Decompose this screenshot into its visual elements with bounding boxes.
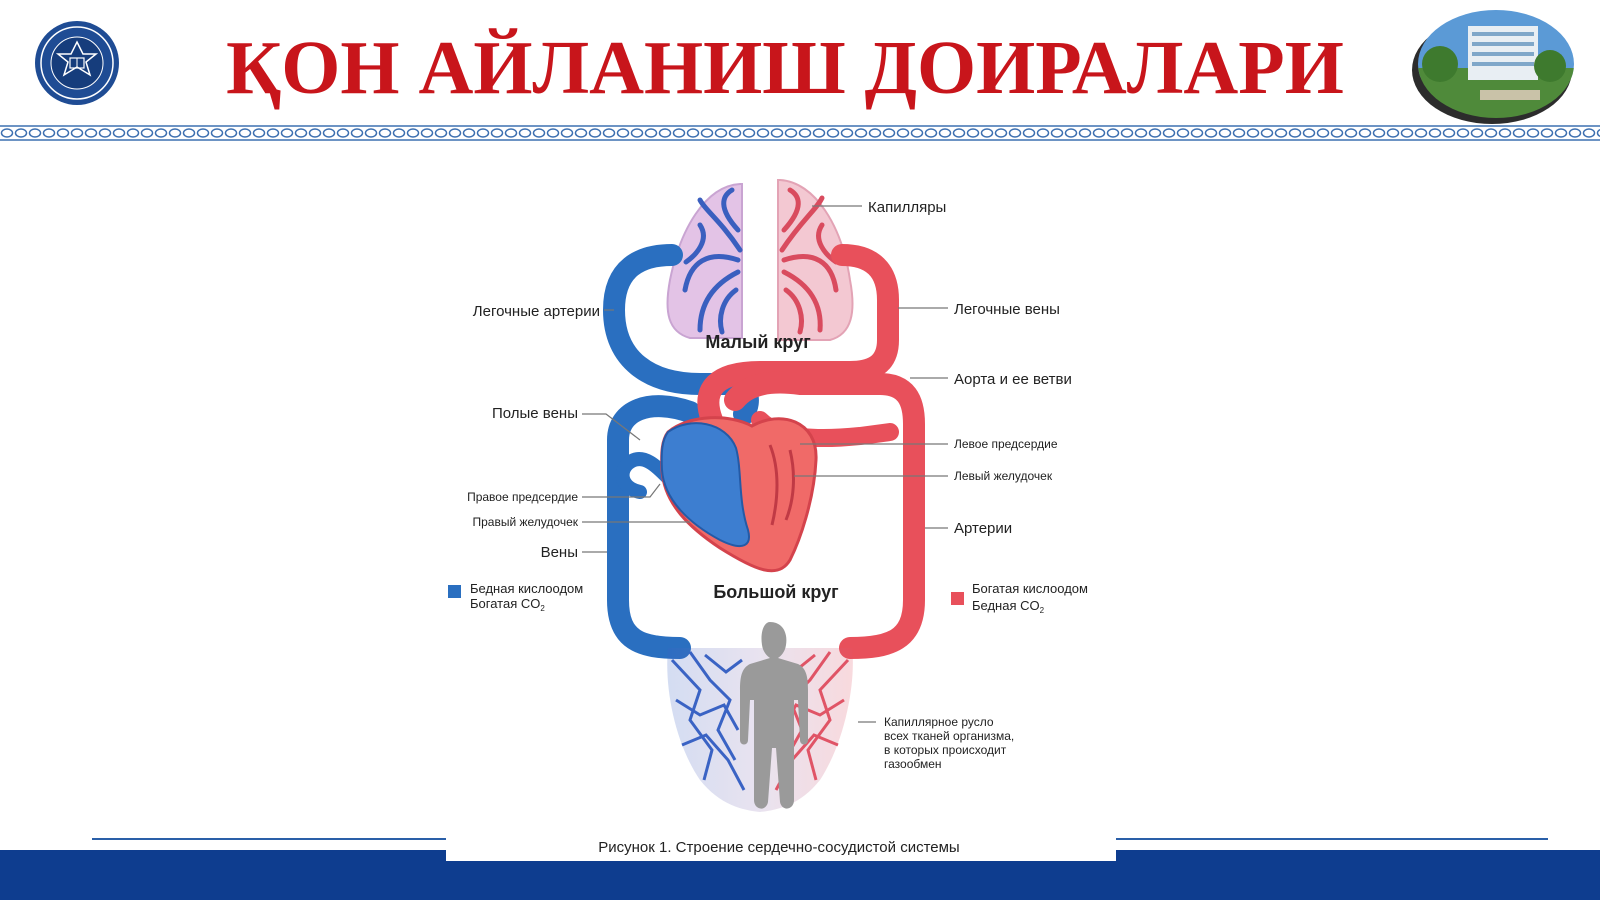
vena-cava-vessel	[607, 395, 701, 659]
label-small-circle: Малый круг	[705, 332, 811, 352]
svg-text:Богатая CO2: Богатая CO2	[470, 596, 545, 613]
human-silhouette-icon	[740, 622, 808, 809]
figure-caption: Рисунок 1. Строение сердечно-сосудистой …	[598, 839, 959, 856]
university-emblem-icon	[35, 21, 119, 105]
leader-lines	[582, 205, 948, 723]
label-arteries: Артерии	[954, 520, 1012, 537]
label-vena-cava: Полые вены	[492, 405, 578, 422]
label-pulmonary-arteries: Легочные артерии	[473, 303, 600, 320]
aorta-vessel	[724, 371, 925, 659]
legend-swatch-arterial	[951, 592, 964, 605]
label-right-atrium: Правое предсердие	[467, 490, 578, 504]
slide-title: ҚОН АЙЛАНИШ ДОИРАЛАРИ	[226, 26, 1344, 110]
footer-rule-left	[92, 838, 448, 840]
label-tissue-capillaries-1: Капиллярное русло	[884, 715, 994, 729]
legend-swatch-venous	[448, 585, 461, 598]
legend-venous-line1: Бедная кислоодом	[470, 581, 583, 596]
heart	[660, 416, 818, 573]
lungs	[666, 179, 854, 341]
label-aorta: Аорта и ее ветви	[954, 371, 1072, 388]
label-lung-capillaries: Капилляры	[868, 199, 946, 216]
label-right-ventricle: Правый желудочек	[472, 515, 578, 529]
label-big-circle: Большой круг	[713, 582, 839, 602]
label-left-atrium: Левое предсердие	[954, 437, 1058, 451]
svg-text:Бедная CO2: Бедная CO2	[972, 598, 1045, 615]
decorative-border	[0, 123, 1600, 143]
label-tissue-capillaries-2: всех тканей организма,	[884, 729, 1014, 743]
label-veins: Вены	[541, 544, 578, 561]
legend-arterial-subscript: 2	[1040, 606, 1045, 615]
label-tissue-capillaries-4: газообмен	[884, 757, 942, 771]
label-left-ventricle: Левый желудочек	[954, 469, 1053, 483]
legend-arterial-line1: Богатая кислоодом	[972, 581, 1088, 596]
label-pulmonary-veins: Легочные вены	[954, 301, 1060, 318]
legend-venous-subscript: 2	[540, 604, 545, 613]
label-tissue-capillaries-3: в которых происходит	[884, 743, 1007, 757]
campus-building-image	[1412, 10, 1574, 124]
footer-rule-right	[1116, 838, 1548, 840]
legend-arterial-line2: Бедная CO	[972, 598, 1040, 613]
legend-venous-line2: Богатая CO	[470, 596, 540, 611]
lower-vena-cava-vessel	[615, 452, 677, 499]
pulmonary-vein-vessel	[697, 244, 899, 431]
